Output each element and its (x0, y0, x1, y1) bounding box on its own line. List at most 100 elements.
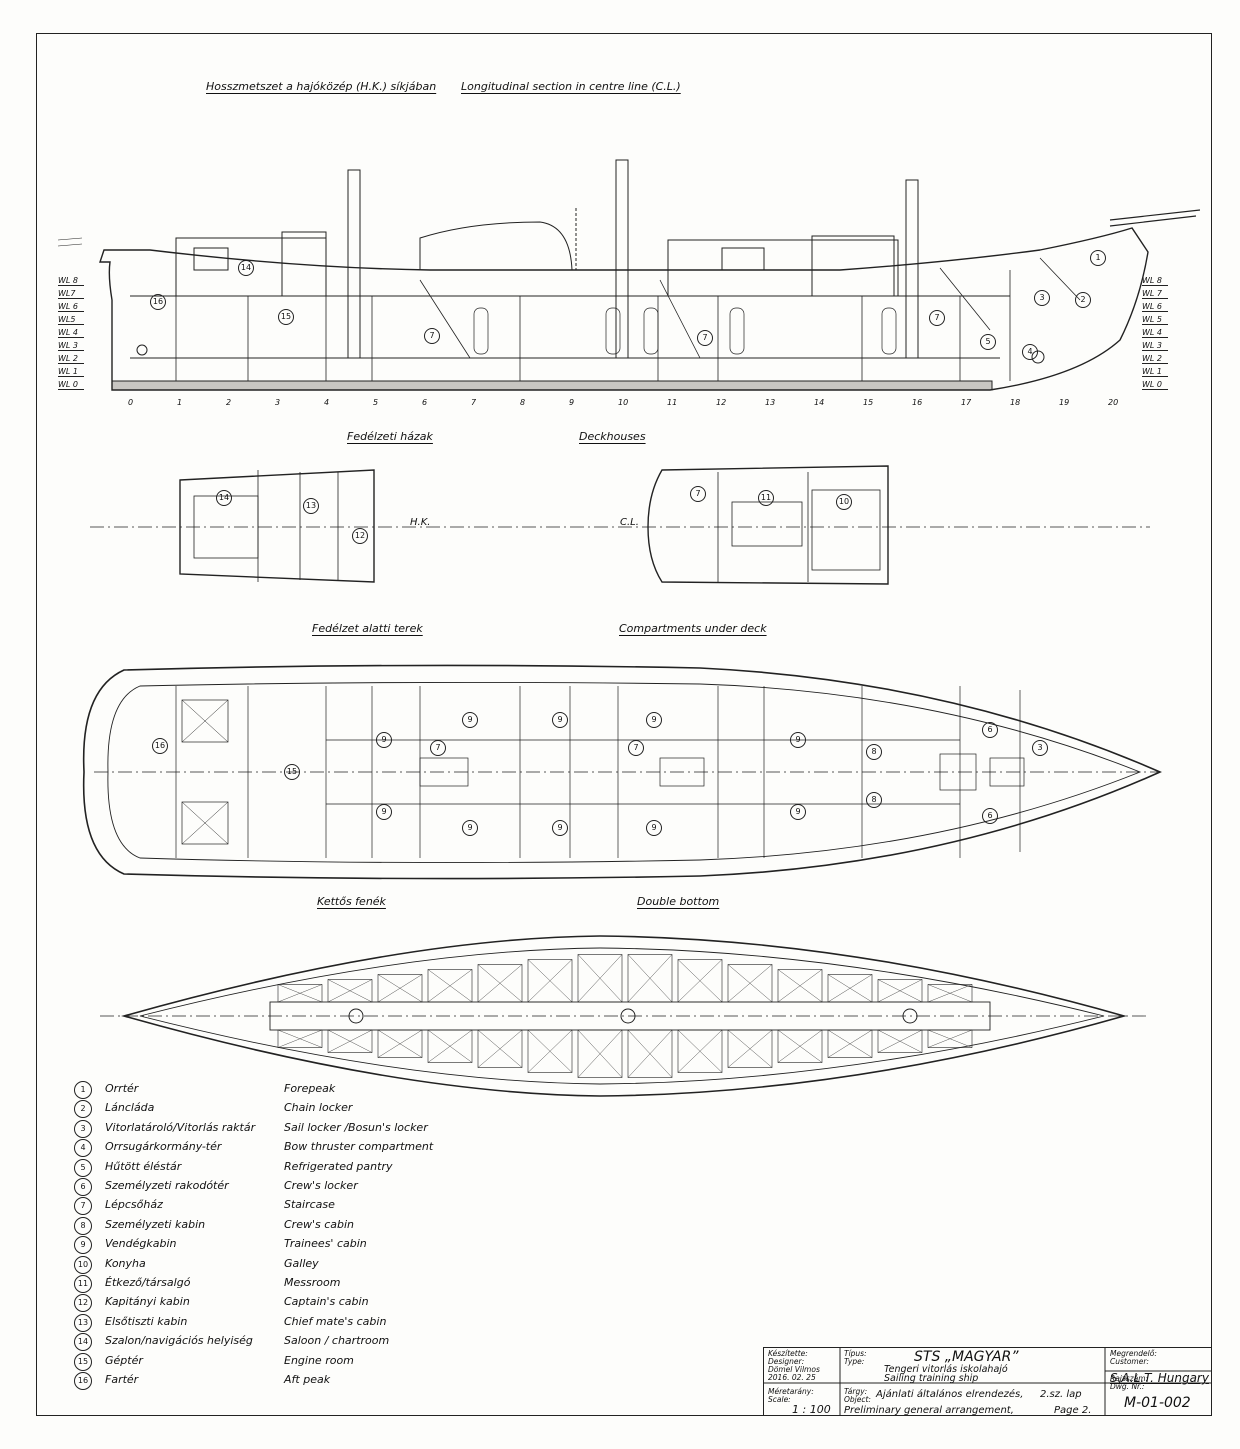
tank-cross (277, 984, 323, 1003)
frame-number: 11 (667, 398, 678, 407)
tank-cross (427, 1029, 473, 1063)
double-bottom-tank (427, 969, 473, 1003)
tank-cross (327, 1029, 373, 1053)
legend-name-hu: Vitorlatároló/Vitorlás raktár (105, 1120, 256, 1134)
double-bottom-tank (477, 1029, 523, 1068)
deckhouse-label: 12 (352, 528, 368, 544)
frame-number: 1 (177, 398, 183, 407)
legend-item: 3 Vitorlatároló/Vitorlás raktár Sail locke… (74, 1119, 494, 1140)
legend-number: 3 (74, 1119, 92, 1138)
plan-compartment-label: 9 (552, 820, 568, 836)
double-bottom-tank (627, 1029, 673, 1078)
legend-name-en: Staircase (284, 1198, 335, 1212)
title-block: Készítette: Designer: Dömel Vilmos 2016.… (763, 1347, 1212, 1416)
ship-name: STS „MAGYAR” (914, 1349, 1019, 1365)
drawing-number: M-01-002 (1124, 1395, 1191, 1411)
tank-cross (577, 1029, 623, 1078)
plan-compartment-label: 9 (462, 712, 478, 728)
deckhouse-label: 11 (758, 490, 774, 506)
legend-name-en: Saloon / chartroom (284, 1334, 390, 1348)
plan-compartment-label: 9 (646, 712, 662, 728)
legend-name-hu: Orrsugárkormány-tér (105, 1140, 222, 1154)
frame-number: 12 (716, 398, 727, 407)
waterline-label: WL 0 (58, 380, 84, 390)
deckhouses-plan (90, 465, 1150, 585)
legend-name-hu: Orrtér (105, 1082, 139, 1095)
legend-name-en: Captain's cabin (284, 1295, 369, 1309)
plan-compartment-label: 9 (790, 732, 806, 748)
legend-number: 7 (74, 1197, 92, 1216)
drawing-frame (36, 33, 1212, 1416)
tank-cross (827, 1029, 873, 1058)
legend-name-hu: Szalon/navigációs helyiség (105, 1334, 253, 1348)
frame-number: 18 (1010, 398, 1021, 407)
legend-name-en: Forepeak (284, 1082, 336, 1095)
double-bottom-tank (277, 1029, 323, 1048)
ship-type-en: Sailing training ship (884, 1373, 979, 1384)
scale-label-en: Scale: (768, 1395, 791, 1404)
frame-number: 15 (863, 398, 874, 407)
compartment-label: 5 (980, 334, 996, 350)
legend-name-en: Refrigerated pantry (284, 1159, 393, 1173)
waterline-label: WL 5 (1142, 315, 1168, 325)
plan-compartment-label: 3 (1032, 740, 1048, 756)
double-bottom-tank (427, 1029, 473, 1063)
legend-number: 13 (74, 1313, 92, 1332)
legend-number: 1 (74, 1081, 92, 1099)
waterline-label: WL7 (58, 289, 84, 299)
legend-name-en: Engine room (284, 1353, 354, 1367)
frame-number: 2 (226, 398, 232, 407)
plan-compartment-label: 6 (982, 722, 998, 738)
tank-cross (927, 984, 973, 1003)
compartment-label: 7 (929, 310, 945, 326)
legend-name-en: Bow thruster compartment (284, 1140, 434, 1154)
waterline-label: WL 4 (1142, 328, 1168, 338)
legend-name-hu: Személyzeti rakodótér (105, 1179, 229, 1192)
double-bottom-tank (477, 964, 523, 1003)
legend-item: 4 Orrsugárkormány-tér Bow thruster compart… (74, 1139, 494, 1159)
compartment-label: 16 (150, 294, 166, 310)
double-bottom-tank (827, 974, 873, 1003)
compartment-label: 7 (697, 330, 713, 346)
compartment-label: 14 (238, 260, 254, 276)
double-bottom-tank (527, 1029, 573, 1073)
plan-compartment-label: 6 (982, 808, 998, 824)
customer-label-en: Customer: (1110, 1357, 1149, 1366)
legend-name-en: Sail locker /Bosun's locker (284, 1120, 428, 1134)
double-bottom-tank (277, 984, 323, 1003)
compartment-label: 3 (1034, 290, 1050, 306)
tank-cross (577, 954, 623, 1003)
tank-cross (677, 1029, 723, 1073)
tank-cross (527, 959, 573, 1003)
legend-name-en: Chief mate's cabin (284, 1314, 387, 1328)
deckhouse-label: 13 (303, 498, 319, 514)
object-page-en: Page 2. (1054, 1405, 1092, 1416)
waterline-label: WL 3 (58, 341, 84, 351)
plan-compartment-label: 9 (790, 804, 806, 820)
legend-name-en: Galley (284, 1256, 319, 1270)
frame-number: 16 (912, 398, 923, 407)
tank-cross (377, 1029, 423, 1058)
frame-number: 0 (128, 398, 134, 407)
legend-name-en: Chain locker (284, 1101, 353, 1115)
tank-cross (727, 1029, 773, 1068)
longitudinal-section (57, 159, 1201, 391)
tank-cross (327, 979, 373, 1003)
legend-name-hu: Géptér (105, 1353, 143, 1367)
legend-number: 4 (74, 1139, 92, 1158)
tank-cross (277, 1029, 323, 1048)
legend-name-en: Crew's cabin (284, 1217, 355, 1231)
legend-number: 12 (74, 1294, 92, 1313)
tank-cross (377, 974, 423, 1003)
legend-number: 11 (74, 1275, 92, 1293)
double-bottom-title-en: Double bottom (637, 895, 720, 908)
compartment-label: 1 (1090, 250, 1106, 266)
double-bottom-tank (777, 1029, 823, 1063)
tank-cross (427, 969, 473, 1003)
object-title-en: Preliminary general arrangement, (844, 1405, 1014, 1416)
